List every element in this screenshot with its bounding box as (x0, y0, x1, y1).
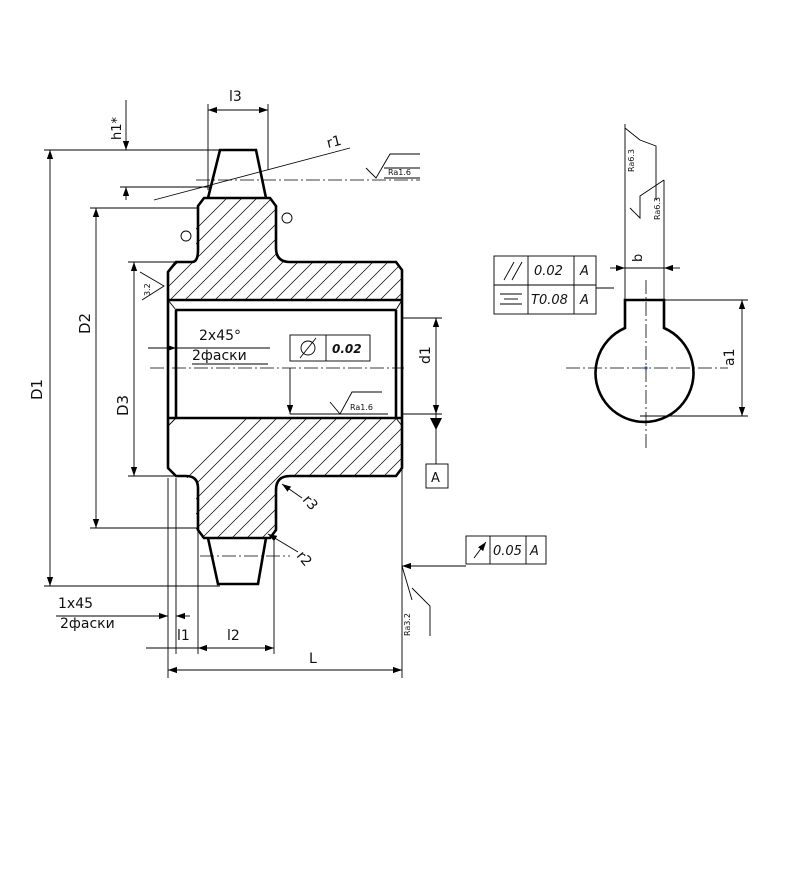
symmetry-value: T0.08 (531, 293, 568, 308)
roughness-side: Ra3.2 (403, 613, 412, 636)
hatch-line (299, 198, 402, 300)
symmetry-datum: A (579, 293, 589, 308)
hatch-line (435, 415, 565, 545)
center-lines (150, 179, 728, 557)
roughness-bore: Ra1.6 (350, 403, 373, 412)
hatch-line (299, 418, 402, 538)
dim-L: L (309, 651, 317, 667)
dim-l2: l2 (227, 628, 240, 644)
hatch-line (465, 190, 580, 305)
hatch-line (168, 198, 281, 300)
dim-r2: r2 (293, 548, 315, 570)
hatch-line (314, 418, 402, 538)
dim-l3: l3 (229, 89, 242, 105)
hatch-line (450, 190, 565, 305)
roughness-key-top: Ra6.3 (627, 149, 636, 172)
roughness-key-side: Ra6.3 (653, 197, 662, 220)
hatch-line (405, 415, 535, 545)
dimension-lines (44, 100, 442, 678)
dim-r3: r3 (299, 492, 321, 514)
hatch-line (194, 198, 311, 300)
hatch-line (194, 418, 326, 538)
hatch-line (254, 418, 386, 538)
hatch-line (329, 418, 402, 538)
hatch-line (239, 198, 356, 300)
hatch-line (239, 418, 371, 538)
hatch-line (168, 418, 251, 538)
runout-value: 0.05 (493, 544, 522, 559)
hatch-line (168, 198, 251, 300)
section-hatching-bottom (168, 415, 595, 545)
hatch-line (405, 190, 520, 305)
hatch-line (344, 198, 402, 300)
hatch-line (168, 198, 236, 300)
runout-frame (402, 535, 547, 570)
roughness-face-left-symbol (139, 271, 165, 301)
hatch-line (224, 198, 341, 300)
hatch-line (450, 415, 580, 545)
roughness-face-left: 3.2 (143, 283, 152, 296)
hatch-line (168, 418, 281, 538)
hatch-line (344, 418, 402, 538)
hatch-line (374, 418, 402, 538)
datum-label: A (431, 471, 440, 486)
dim-a1: a1 (722, 349, 738, 367)
hatch-line (209, 198, 326, 300)
hatch-line (224, 418, 356, 538)
hatch-line (374, 198, 402, 300)
dim-b: b (631, 254, 646, 262)
roughness-bore-symbol (286, 368, 388, 415)
dim-D2: D2 (76, 313, 94, 334)
cylindricity-frame (289, 334, 371, 362)
hatch-line (179, 418, 311, 538)
hatch-line (168, 418, 266, 538)
inner-chamfer-value: 2x45° (199, 328, 241, 344)
cylindricity-value: 0.02 (332, 342, 362, 356)
dim-h1: h1* (110, 116, 125, 140)
hatch-line (314, 198, 402, 300)
hatch-line (254, 198, 371, 300)
keyway-section (594, 124, 748, 424)
dim-d1: d1 (418, 346, 434, 364)
datum-marker (425, 414, 449, 489)
outer-chamfer-value: 1x45 (58, 596, 93, 612)
roughness-side-symbol (401, 565, 431, 636)
hatch-line (420, 190, 535, 305)
hatch-line (435, 190, 550, 305)
hatch-line (269, 198, 386, 300)
dim-l1: l1 (177, 628, 190, 644)
outer-chamfer-note: 2фаски (60, 616, 115, 632)
dim-D1: D1 (28, 379, 46, 400)
hatch-line (359, 198, 402, 300)
inner-chamfer-note: 2фаски (192, 348, 247, 364)
hatch-line (284, 198, 401, 300)
hatch-line (359, 418, 402, 538)
hatch-line (269, 418, 401, 538)
hatch-line (389, 418, 402, 538)
hatch-line (284, 418, 402, 538)
section-hatching-top (168, 190, 580, 305)
runout-datum: A (529, 544, 539, 559)
parallelism-value: 0.02 (534, 264, 563, 279)
hatch-line (209, 418, 341, 538)
dim-r1: r1 (325, 133, 343, 152)
hatch-line (465, 415, 595, 545)
position-tolerance-frame (493, 255, 614, 315)
dim-D3: D3 (114, 395, 132, 416)
hatch-line (389, 198, 402, 300)
hatch-line (329, 198, 402, 300)
roughness-top-symbol (365, 153, 420, 179)
gear-section-outline (166, 148, 404, 586)
roughness-top: Ra1.6 (388, 168, 411, 177)
parallelism-datum: A (579, 264, 589, 279)
